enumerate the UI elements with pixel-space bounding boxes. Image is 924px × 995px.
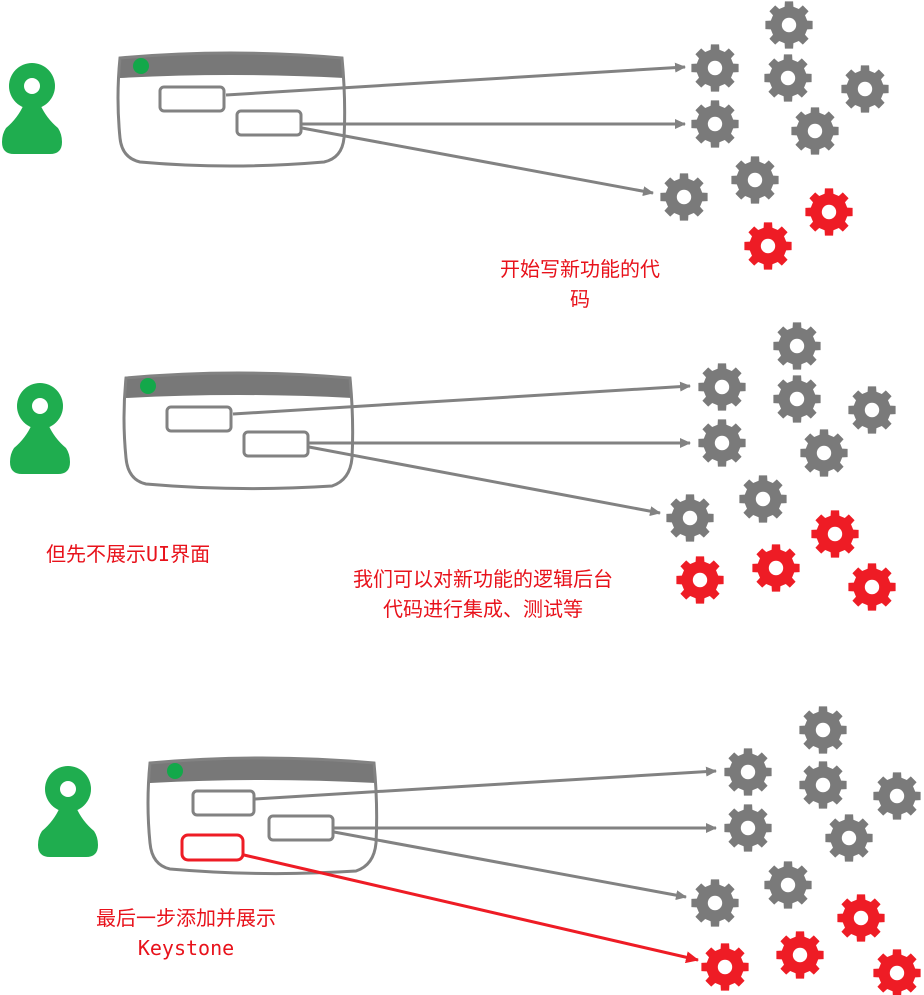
- gear-icon: [825, 814, 873, 862]
- ui-component-box: [158, 85, 226, 113]
- connector-arrow: [333, 830, 687, 901]
- new-feature-gear-icon: [701, 943, 749, 991]
- gear-icon: [841, 65, 889, 113]
- ui-component-box: [191, 789, 256, 817]
- status-dot: [133, 58, 149, 74]
- gear-icon: [773, 322, 821, 370]
- caption-line: 开始写新功能的代: [500, 257, 660, 281]
- keystone-ui-box: [180, 833, 245, 862]
- caption-add-keystone: 最后一步添加并展示 Keystone: [66, 903, 306, 963]
- gear-icon: [691, 100, 739, 148]
- caption-line: 我们可以对新功能的逻辑后台: [353, 567, 613, 591]
- gear-icon: [799, 761, 847, 809]
- gear-icon: [660, 173, 708, 221]
- gear-cluster: [691, 706, 921, 995]
- gear-icon: [739, 475, 787, 523]
- new-feature-gear-icon: [805, 188, 853, 236]
- panel-3: [38, 706, 921, 995]
- user-pin-icon: [38, 766, 98, 857]
- gear-icon: [691, 44, 739, 92]
- panel-2: [10, 322, 896, 611]
- status-dot: [140, 378, 156, 394]
- caption-line: 代码进行集成、测试等: [383, 597, 583, 621]
- gear-icon: [873, 772, 921, 820]
- caption-integrate-test: 我们可以对新功能的逻辑后台 代码进行集成、测试等: [318, 564, 648, 624]
- new-feature-gear-icon: [837, 894, 885, 942]
- gear-cluster: [666, 322, 896, 611]
- new-feature-gear-icon: [811, 510, 859, 558]
- user-pin-icon: [10, 383, 70, 474]
- new-feature-gear-icon: [752, 544, 800, 592]
- caption-hide-ui: 但先不展示UI界面: [46, 539, 256, 569]
- status-dot: [167, 763, 183, 779]
- ui-component-box: [242, 430, 310, 458]
- gear-icon: [791, 107, 839, 155]
- gear-icon: [698, 419, 746, 467]
- gear-icon: [731, 156, 779, 204]
- connector-arrow: [308, 445, 661, 517]
- gear-icon: [764, 54, 812, 102]
- caption-line: 但先不展示UI界面: [46, 542, 211, 566]
- gear-icon: [799, 706, 847, 754]
- gear-icon: [848, 386, 896, 434]
- browser-window-icon: [122, 371, 355, 491]
- caption-start-coding: 开始写新功能的代 码: [470, 254, 690, 314]
- connector-arrow: [301, 126, 654, 197]
- gear-icon: [800, 429, 848, 477]
- panel-1: [2, 1, 889, 270]
- new-feature-gear-icon: [744, 222, 792, 270]
- keystone-arrow: [243, 853, 699, 964]
- browser-window-icon: [116, 51, 347, 168]
- connector-arrow: [232, 381, 691, 416]
- caption-line: 码: [570, 287, 590, 311]
- caption-line: Keystone: [137, 936, 235, 960]
- new-feature-gear-icon: [873, 949, 921, 995]
- gear-icon: [764, 861, 812, 909]
- gear-icon: [698, 363, 746, 411]
- gear-icon: [765, 1, 813, 49]
- connector-arrow: [225, 62, 686, 97]
- gear-icon: [691, 879, 739, 927]
- connector-arrow: [254, 766, 717, 801]
- user-pin-icon: [2, 63, 62, 154]
- new-feature-gear-icon: [676, 556, 724, 604]
- gear-cluster: [660, 1, 889, 270]
- gear-icon: [724, 804, 772, 852]
- ui-component-box: [165, 405, 233, 433]
- gear-icon: [666, 494, 714, 542]
- new-feature-gear-icon: [776, 931, 824, 979]
- gear-icon: [724, 748, 772, 796]
- gear-icon: [773, 375, 821, 423]
- new-feature-gear-icon: [848, 563, 896, 611]
- browser-window-icon: [146, 756, 379, 876]
- caption-line: 最后一步添加并展示: [96, 906, 276, 930]
- ui-component-box: [235, 109, 303, 137]
- ui-component-box: [267, 814, 335, 842]
